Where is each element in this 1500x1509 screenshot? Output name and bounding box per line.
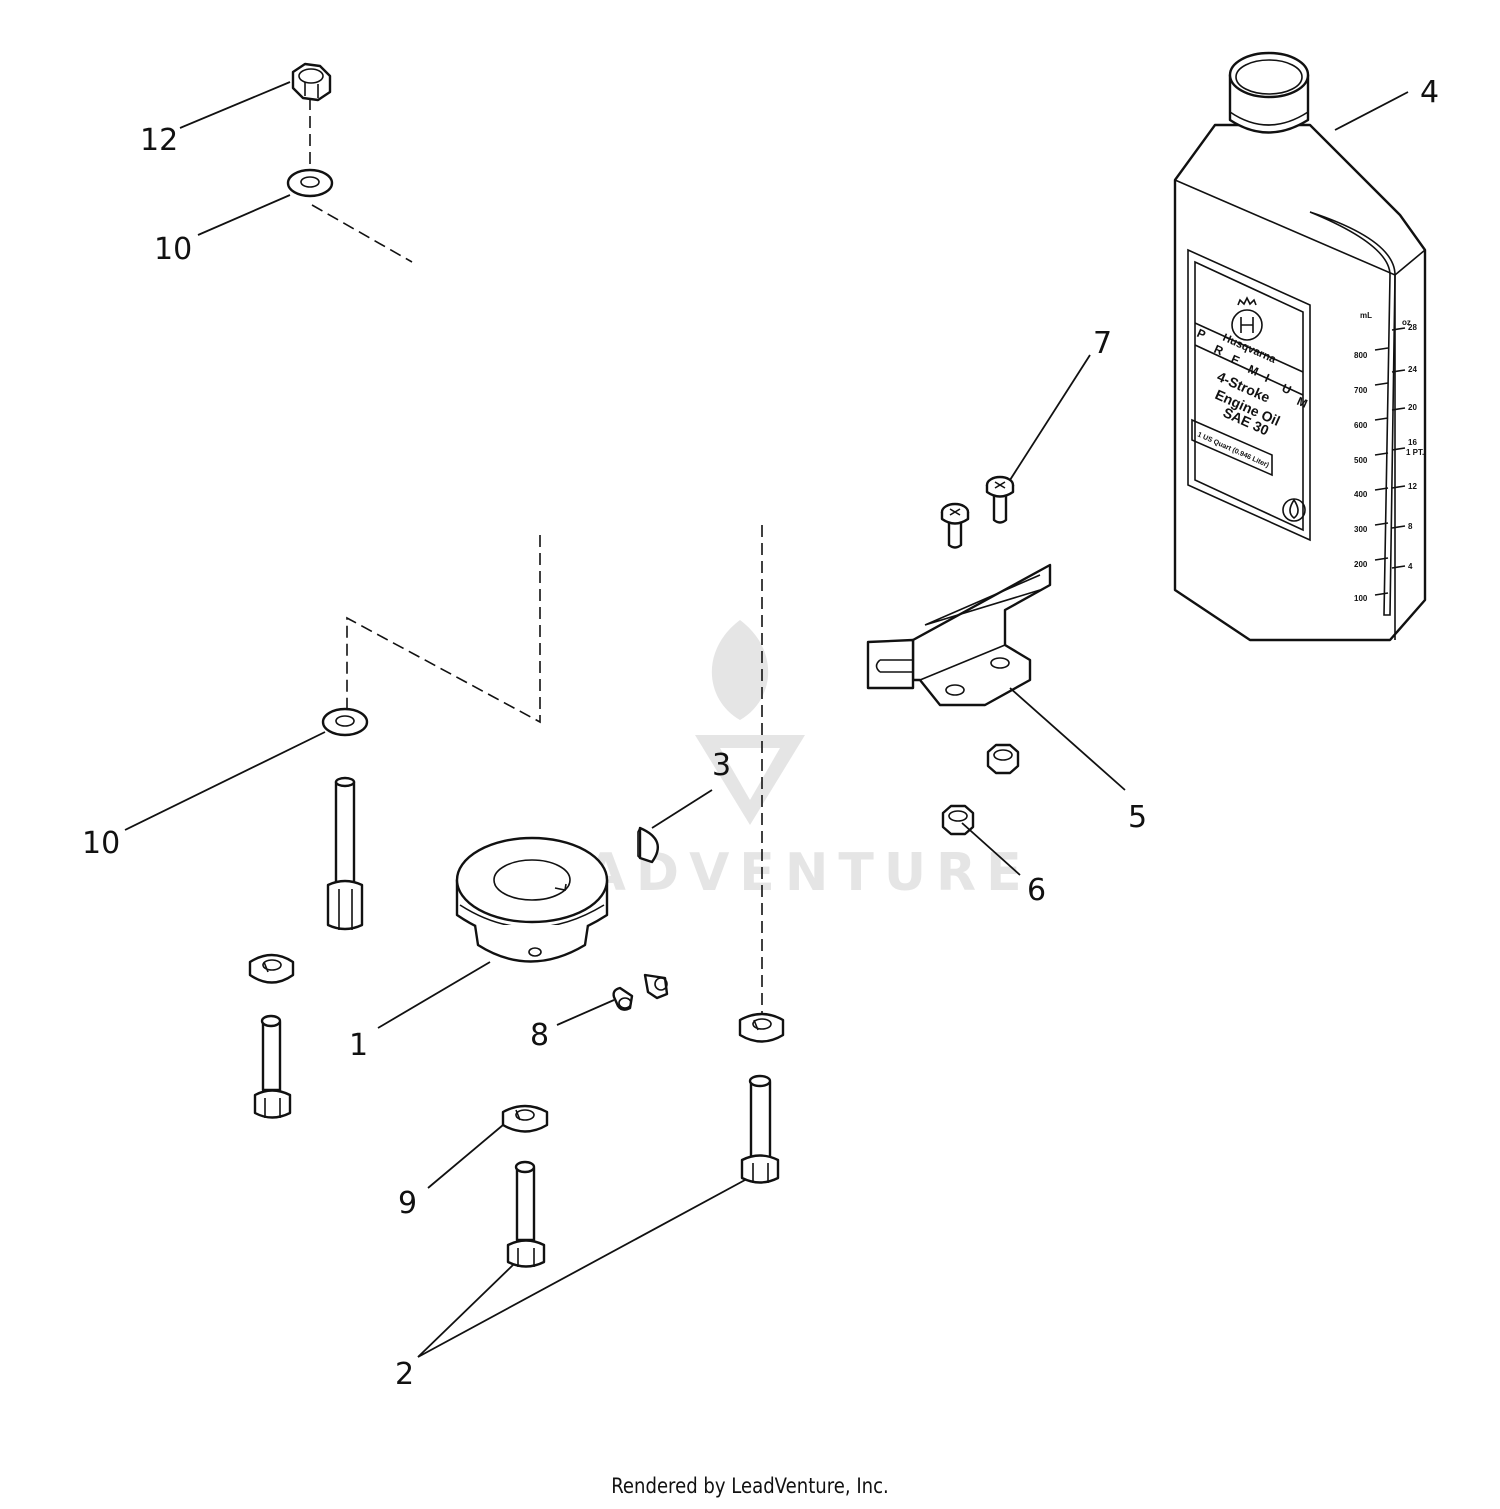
part-pulley-1 <box>455 836 609 963</box>
svg-text:800: 800 <box>1354 351 1368 360</box>
svg-text:16: 16 <box>1408 438 1417 447</box>
callout-7: 7 <box>1093 326 1112 361</box>
callout-10-lower: 10 <box>82 826 120 861</box>
scale-oz-marks: 28 24 20 16 1 PT. 12 8 4 <box>1391 323 1424 571</box>
svg-text:20: 20 <box>1408 403 1417 412</box>
callout-numbers: 12 10 4 7 3 5 10 6 1 8 9 2 <box>82 75 1439 1392</box>
part-bolt-right <box>740 1074 780 1184</box>
part-lock-washer-left <box>248 953 295 984</box>
svg-text:1 PT.: 1 PT. <box>1406 448 1424 457</box>
part-nuts-6 <box>941 743 1020 836</box>
svg-text:200: 200 <box>1354 560 1368 569</box>
alignment-lines <box>309 98 763 1025</box>
svg-text:500: 500 <box>1354 456 1368 465</box>
svg-text:24: 24 <box>1408 365 1417 374</box>
callout-2: 2 <box>395 1357 414 1392</box>
part-long-bolt <box>326 776 364 931</box>
callout-5: 5 <box>1128 800 1147 835</box>
part-screws-7 <box>940 475 1015 549</box>
part-washer-10-top <box>286 168 334 198</box>
svg-text:400: 400 <box>1354 490 1368 499</box>
callout-3: 3 <box>712 748 731 783</box>
leader-lines <box>124 81 1409 1358</box>
part-bracket-5 <box>866 563 1052 707</box>
svg-text:12: 12 <box>1408 482 1417 491</box>
part-lock-nut-12 <box>291 62 332 102</box>
part-bolt-center <box>506 1160 546 1268</box>
part-lock-washer-9 <box>501 1104 549 1133</box>
part-set-screws-8 <box>612 973 669 1011</box>
scale-ml-header: mL <box>1360 311 1372 320</box>
callout-6: 6 <box>1027 873 1046 908</box>
callout-1: 1 <box>349 1028 368 1063</box>
svg-text:700: 700 <box>1354 386 1368 395</box>
scale-oz-header: oz <box>1402 318 1411 327</box>
svg-text:28: 28 <box>1408 323 1417 332</box>
scale-ml-marks: 800 700 600 500 400 300 200 100 <box>1354 347 1389 603</box>
svg-text:300: 300 <box>1354 525 1368 534</box>
svg-text:8: 8 <box>1408 522 1413 531</box>
callout-12: 12 <box>140 123 178 158</box>
part-key-3 <box>637 826 660 864</box>
callout-8: 8 <box>530 1018 549 1053</box>
part-oil-bottle-4: Husqvarna P R E M I U M 4-Stroke Engine … <box>1173 51 1427 642</box>
part-lock-washer-right <box>738 1012 785 1043</box>
rendered-by-credit: Rendered by LeadVenture, Inc. <box>611 1474 889 1498</box>
callout-4: 4 <box>1420 75 1439 110</box>
callout-9: 9 <box>398 1186 417 1221</box>
callout-10-top: 10 <box>154 232 192 267</box>
part-washer-10-lower <box>321 707 369 737</box>
svg-text:100: 100 <box>1354 594 1368 603</box>
svg-text:4: 4 <box>1408 562 1413 571</box>
svg-text:600: 600 <box>1354 421 1368 430</box>
part-bolt-left <box>253 1014 292 1119</box>
